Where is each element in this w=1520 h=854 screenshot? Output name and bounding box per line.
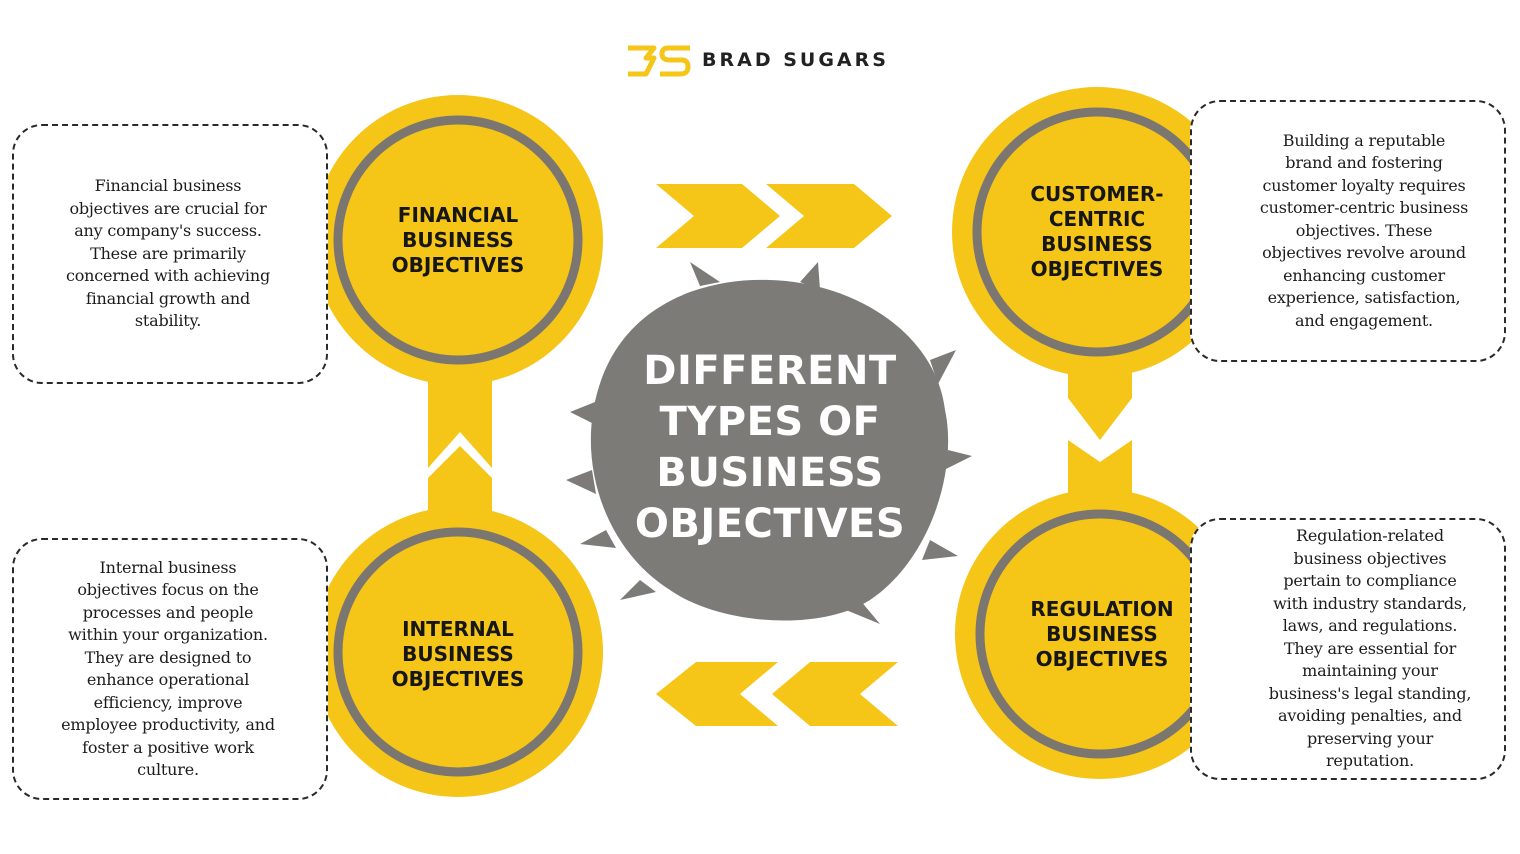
brand-logo: BRAD SUGARS bbox=[624, 40, 889, 80]
circle-internal bbox=[313, 507, 603, 797]
customer-description: Building a reputable brand and fostering… bbox=[1259, 130, 1469, 330]
financial-description: Financial business objectives are crucia… bbox=[65, 176, 270, 331]
regulation-description: Regulation-related business objectives p… bbox=[1268, 526, 1472, 771]
arrow-left-bottom bbox=[656, 662, 898, 726]
customer-description-box: Building a reputable brand and fostering… bbox=[1190, 100, 1506, 362]
financial-objective-title: FINANCIAL BUSINESS OBJECTIVES bbox=[391, 202, 525, 277]
customer-objective-title: CUSTOMER-CENTRIC BUSINESS OBJECTIVES bbox=[1030, 182, 1164, 281]
bs-logo-mark-icon bbox=[628, 45, 691, 77]
regulation-description-box: Regulation-related business objectives p… bbox=[1190, 518, 1506, 780]
regulation-objective-title: REGULATION BUSINESS OBJECTIVES bbox=[1030, 596, 1174, 671]
internal-description-box: Internal business objectives focus on th… bbox=[12, 538, 328, 800]
internal-objective-title: INTERNAL BUSINESS OBJECTIVES bbox=[391, 616, 525, 691]
arrow-right-top bbox=[656, 184, 892, 248]
brand-name: BRAD SUGARS bbox=[702, 49, 889, 71]
financial-description-box: Financial business objectives are crucia… bbox=[12, 124, 328, 384]
internal-description: Internal business objectives focus on th… bbox=[61, 557, 275, 780]
center-title: DIFFERENT TYPES OF BUSINESS OBJECTIVES bbox=[634, 348, 906, 547]
center-brush-blob bbox=[566, 262, 972, 624]
circle-financial bbox=[313, 95, 603, 385]
